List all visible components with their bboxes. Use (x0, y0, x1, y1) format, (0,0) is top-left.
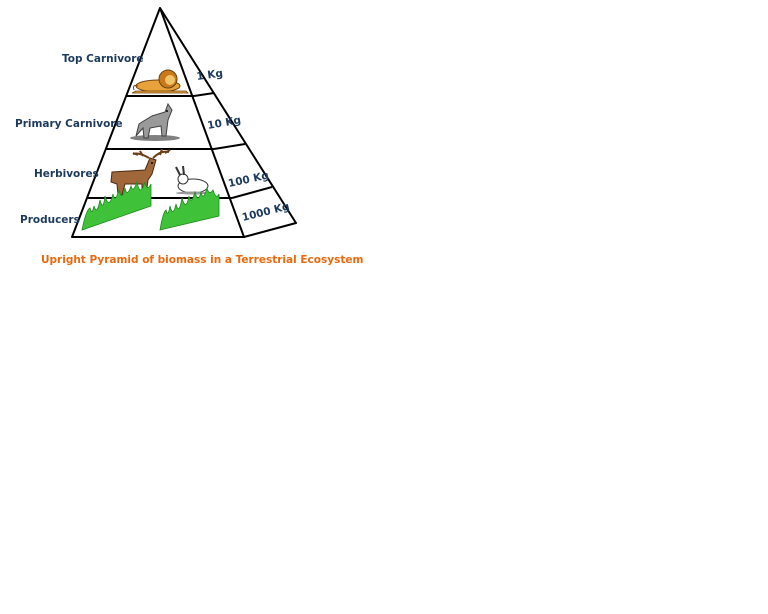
lion-icon (131, 69, 189, 94)
level-label-herbivores: Herbivores (34, 168, 99, 180)
level-label-primary-carnivore: Primary Carnivore (15, 118, 123, 130)
biomass-label-top-carnivore: 1 Kg (196, 67, 224, 83)
diagram-caption: Upright Pyramid of biomass in a Terrestr… (41, 254, 363, 266)
biomass-label-producers: 1000 Kg (241, 201, 291, 224)
grass-icon (81, 180, 220, 231)
wolf-icon (130, 102, 180, 141)
biomass-label-primary-carnivore: 10 Kg (206, 114, 241, 132)
level-label-top-carnivore: Top Carnivore (62, 53, 144, 65)
biomass-label-herbivores: 100 Kg (227, 170, 270, 190)
level-label-producers: Producers (20, 214, 80, 226)
